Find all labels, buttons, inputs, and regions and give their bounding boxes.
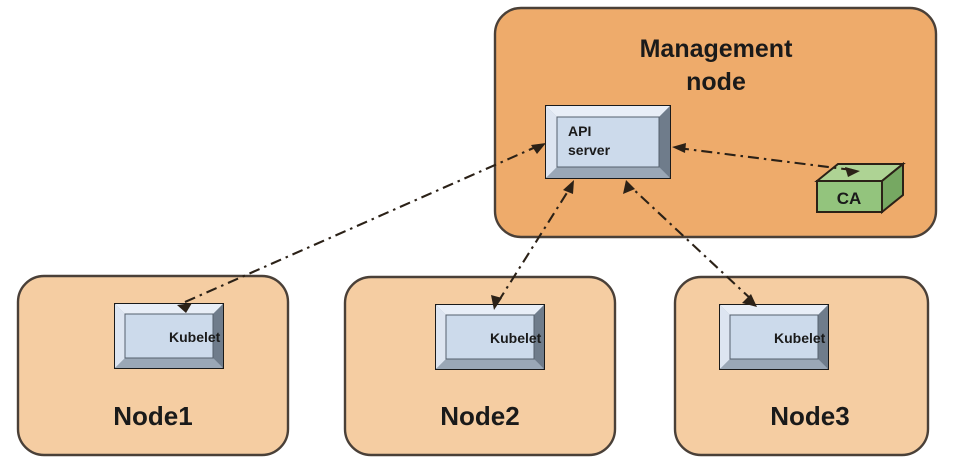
kubelet-node2-bevel-right [534, 305, 544, 369]
connection-node1-to-api-server [177, 143, 546, 313]
kubelet-box-node2[interactable]: Kubelet [435, 304, 545, 370]
api-server-bevel-left [546, 106, 557, 178]
arrowhead-node1-api-end [531, 143, 546, 154]
ca-label: CA [837, 189, 862, 208]
connection-api-server-to-ca [672, 143, 860, 177]
ca-box[interactable]: CA [814, 161, 906, 215]
api-server-box[interactable]: API server [545, 105, 671, 179]
kubelet-node3-bevel-right [818, 305, 828, 369]
kubelet-node2-bevel-bottom [436, 359, 544, 369]
kubelet-node3-bevel-left [720, 305, 730, 369]
kubelet-box-node3[interactable]: Kubelet [719, 304, 829, 370]
kubelet-node1-bevel-bottom [115, 358, 223, 368]
kubelet-node2-bevel-top [436, 305, 544, 315]
api-server-label-line1: API [568, 123, 591, 139]
api-server-label-line2: server [568, 142, 611, 158]
arrowhead-node1-end [177, 303, 192, 313]
node1-zone[interactable]: Kubelet Node1 [16, 274, 290, 457]
kubelet-node1-label: Kubelet [169, 329, 221, 345]
kubelet-box-node1[interactable]: Kubelet [114, 303, 224, 369]
kubelet-node3-face [729, 314, 819, 360]
arrowhead-node2-end [491, 295, 502, 310]
kubelet-node2-bevel-left [436, 305, 446, 369]
connection-node3-to-api-server [623, 180, 757, 307]
kubelet-node1-bevel-top [115, 304, 223, 314]
kubelet-node2-face [445, 314, 535, 360]
kubelet-node3-label: Kubelet [774, 330, 826, 346]
arrowhead-node2-api-end [563, 180, 574, 194]
node1-label: Node1 [113, 401, 192, 431]
kubelet-node3-bevel-bottom [720, 359, 828, 369]
kubelet-node1-bevel-left [115, 304, 125, 368]
api-server-bevel-top [546, 106, 670, 117]
api-server-bevel-right [659, 106, 670, 178]
node2-zone[interactable]: Kubelet Node2 [343, 275, 617, 457]
arrowhead-api-ca-end [845, 167, 860, 177]
connection-line-node3-api [631, 187, 753, 301]
connection-node2-to-api-server [491, 180, 574, 310]
kubelet-node3-bevel-top [720, 305, 828, 315]
kubelet-node1-bevel-right [213, 304, 223, 368]
connection-line-node2-api [497, 187, 571, 303]
node3-label: Node3 [770, 401, 849, 431]
connection-line-api-ca [677, 146, 853, 172]
arrowhead-node3-end [742, 294, 757, 307]
ca-box-front-face [816, 180, 883, 213]
arrowhead-api-ca-start [672, 143, 686, 153]
node2-label: Node2 [440, 401, 519, 431]
arrowhead-node3-api-end [623, 180, 635, 194]
management-node-label-line1: Management [640, 35, 793, 63]
connection-line-node1-api [184, 145, 539, 303]
management-node-label-line2: node [686, 68, 746, 96]
api-server-face [556, 116, 660, 168]
kubelet-node2-label: Kubelet [490, 330, 542, 346]
api-server-bevel-bottom [546, 167, 670, 178]
node3-zone[interactable]: Kubelet Node3 [673, 275, 930, 457]
kubelet-node1-face [124, 313, 214, 359]
